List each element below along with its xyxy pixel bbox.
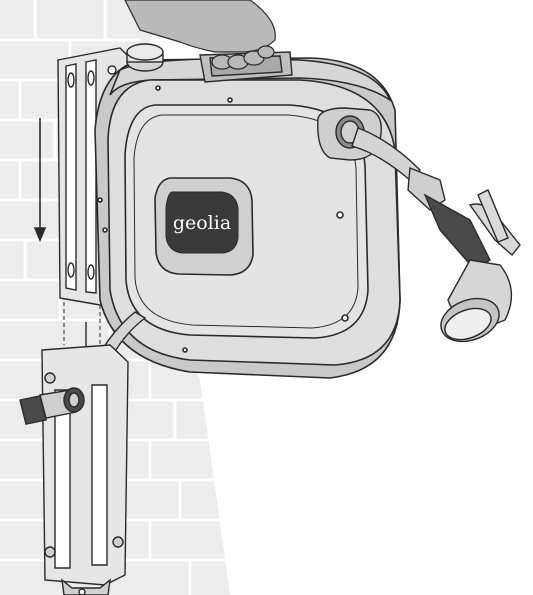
hose-reel-body [94, 57, 401, 379]
spray-nozzle[interactable] [407, 167, 521, 349]
arrow-down-icon [33, 118, 47, 243]
hand-illustration [124, 0, 276, 70]
logo-text: geolia [173, 212, 231, 234]
knob [126, 43, 164, 72]
brand-logo: geolia [165, 191, 239, 254]
alignment-guides [63, 302, 101, 345]
wall-bracket-bottom [41, 344, 129, 595]
hose-coupler [19, 387, 85, 425]
